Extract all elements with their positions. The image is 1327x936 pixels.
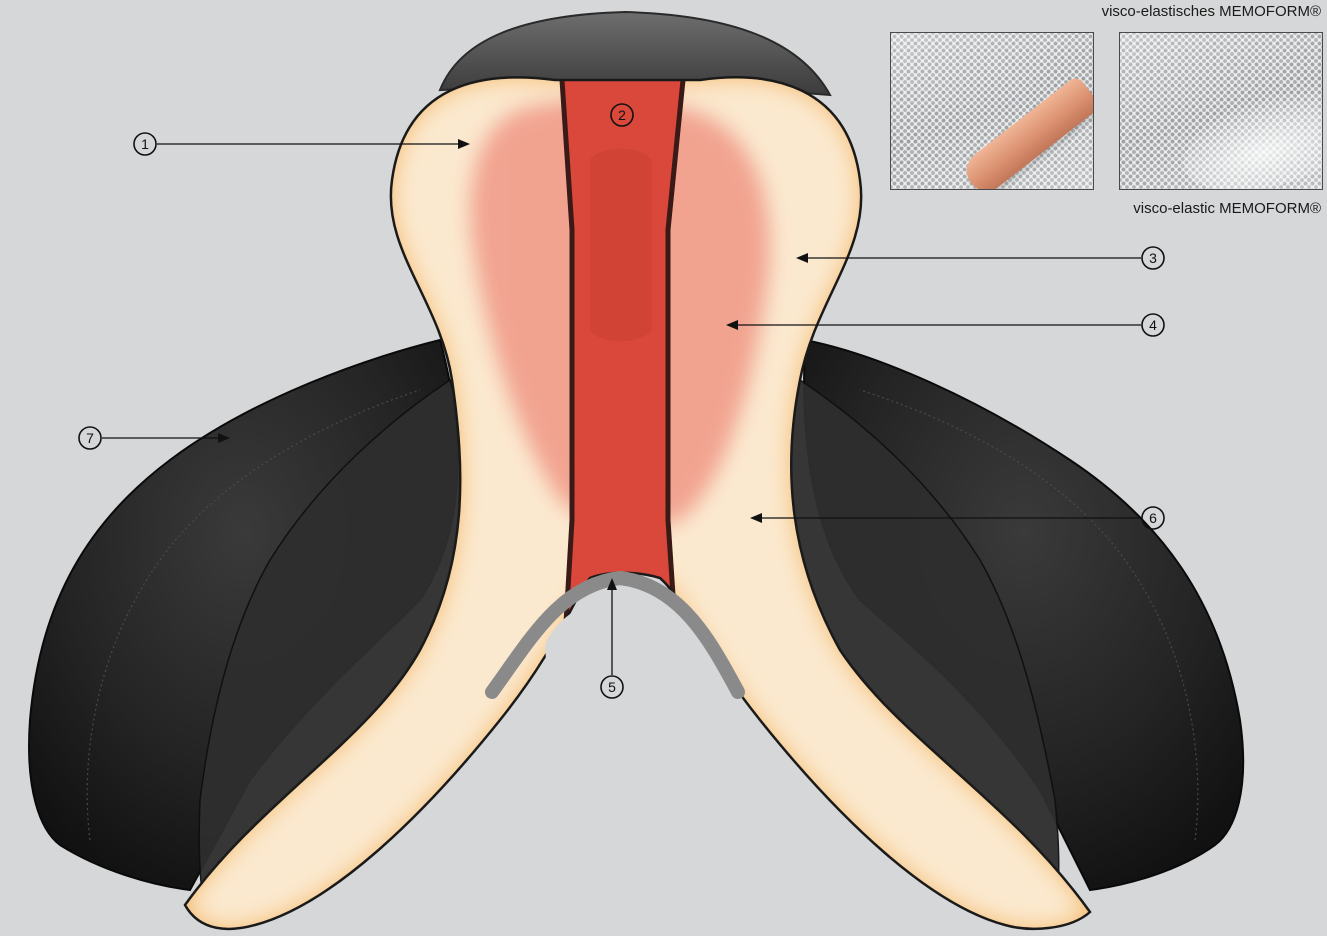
- callout-number: 6: [1149, 510, 1157, 526]
- callout-number: 1: [141, 136, 149, 152]
- callout-number: 7: [86, 430, 94, 446]
- callout-number: 5: [608, 679, 616, 695]
- callout-number: 4: [1149, 317, 1157, 333]
- callout-number: 2: [618, 107, 626, 123]
- callout-number: 3: [1149, 250, 1157, 266]
